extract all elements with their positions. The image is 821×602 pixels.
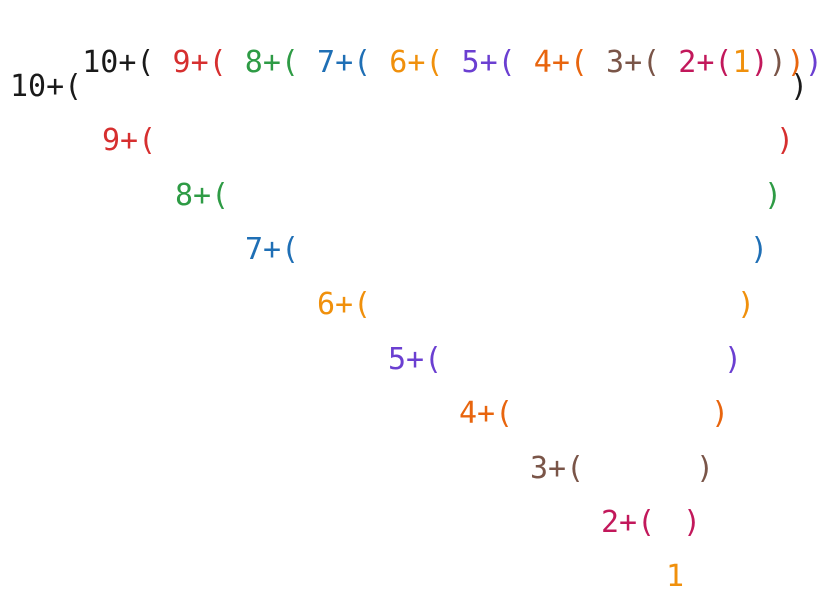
expr-token-4: 4+( [515,45,588,80]
expr-token-1: 1 [732,45,751,80]
level-2-close: ) [683,505,702,540]
expr-close-2: ) [750,45,769,80]
expr-token-9: 9+( [154,45,227,80]
level-6-open: 6+( [317,287,372,322]
expr-token-6: 6+( [371,45,444,80]
level-8-close: ) [764,178,783,213]
level-8-open: 8+( [175,178,230,213]
level-1-leaf: 1 [666,559,685,594]
level-2-open: 2+( [601,505,656,540]
flat-expression: 10+( 9+( 8+( 7+( 6+( 5+( 4+( 3+( 2+(1)))… [10,18,821,108]
level-10-close: ) [790,69,809,104]
expr-token-5: 5+( [443,45,516,80]
expr-close-4: ) [786,45,805,80]
level-9-open: 9+( [102,123,157,158]
expr-token-10: 10+( [82,45,155,80]
expr-token-7: 7+( [299,45,372,80]
level-3-open: 3+( [530,451,585,486]
level-3-close: ) [696,451,715,486]
level-7-close: ) [750,232,769,267]
level-7-open: 7+( [245,232,300,267]
expr-token-3: 3+( [588,45,661,80]
level-4-close: ) [711,396,730,431]
expr-token-8: 8+( [226,45,299,80]
level-6-close: ) [737,287,756,322]
expr-close-5: ) [805,45,821,80]
level-9-close: ) [776,123,795,158]
level-4-open: 4+( [459,396,514,431]
level-10-open: 10+( [10,69,83,104]
level-5-close: ) [724,342,743,377]
level-5-open: 5+( [388,342,443,377]
expr-close-3: ) [768,45,787,80]
expr-token-2: 2+( [660,45,733,80]
